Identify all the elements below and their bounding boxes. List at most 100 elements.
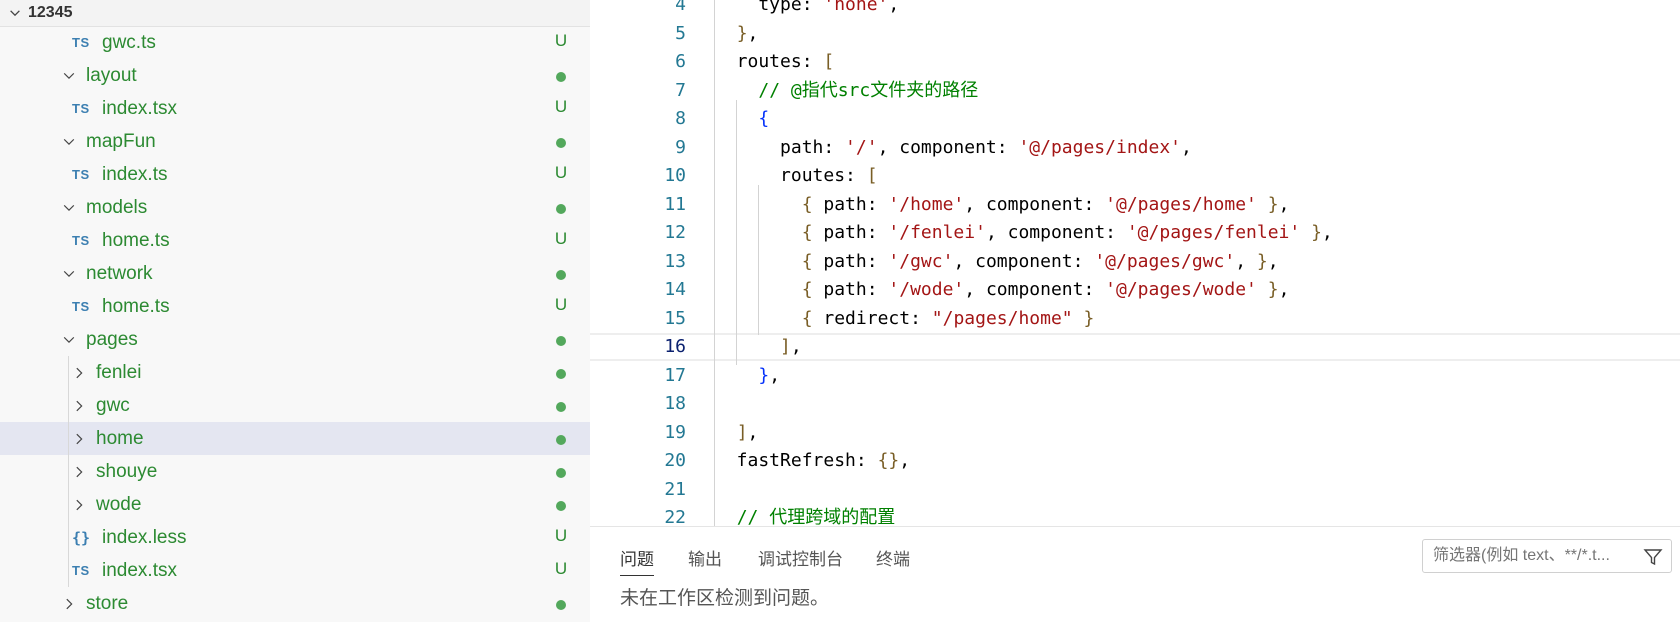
code-line[interactable]: 5 }, <box>590 20 1680 48</box>
modified-dot-icon <box>556 369 566 379</box>
tree-folder[interactable]: layout <box>0 59 590 92</box>
code-line[interactable]: 4 type: 'none', <box>590 0 1680 19</box>
chevron-right-icon <box>72 498 86 512</box>
indent-guide <box>68 356 69 587</box>
code-token: } <box>1267 193 1279 215</box>
tree-item-label: index.tsx <box>102 97 177 119</box>
code-line[interactable]: 13 { path: '/gwc', component: '@/pages/g… <box>590 248 1680 276</box>
tab-terminal[interactable]: 终端 <box>876 550 910 569</box>
tab-debug-console[interactable]: 调试控制台 <box>758 550 843 569</box>
tree-folder[interactable]: network <box>0 257 590 290</box>
tree-folder[interactable]: mapFun <box>0 125 590 158</box>
typescript-file-icon: TS <box>72 35 90 50</box>
chevron-down-icon <box>8 6 22 20</box>
code-line[interactable]: 6 routes: [ <box>590 48 1680 76</box>
line-code: // 代理跨域的配置 <box>715 504 896 526</box>
line-number: 9 <box>675 136 686 158</box>
code-token <box>1257 279 1268 300</box>
tree-folder[interactable]: pages <box>0 323 590 356</box>
tree-folder[interactable]: shouye <box>0 455 590 488</box>
code-line[interactable]: 17 }, <box>590 362 1680 390</box>
code-token: '@/pages/gwc' <box>1094 250 1236 272</box>
code-line[interactable]: 19 ], <box>590 419 1680 447</box>
code-token: { <box>801 193 813 215</box>
code-token: fastRefresh: <box>715 450 878 471</box>
bottom-panel: 问题 输出 调试控制台 终端 未在工作区检测到问题。 <box>590 526 1680 623</box>
code-line[interactable]: 15 { redirect: "/pages/home" } <box>590 305 1680 333</box>
code-token <box>715 23 737 44</box>
line-number: 19 <box>664 421 686 443</box>
tree-item-label: home <box>96 427 144 449</box>
code-token: path: <box>812 279 889 300</box>
code-line[interactable]: 8 { <box>590 105 1680 133</box>
line-number: 6 <box>675 51 686 72</box>
code-token: '/' <box>845 136 878 158</box>
code-token: { <box>801 222 813 243</box>
tree-folder[interactable]: models <box>0 191 590 224</box>
code-token: '@/pages/wode' <box>1105 279 1257 300</box>
less-file-icon: {} <box>72 528 91 547</box>
code-token: , <box>1278 279 1290 300</box>
code-line[interactable]: 7 // @指代src文件夹的路径 <box>590 77 1680 105</box>
tree-item-label: mapFun <box>86 130 156 152</box>
code-line[interactable]: 20 fastRefresh: {}, <box>590 447 1680 475</box>
code-line[interactable]: 21 <box>590 476 1680 504</box>
code-token: , component: <box>964 193 1106 215</box>
untracked-status-badge: U <box>554 526 568 545</box>
code-editor[interactable]: 4 type: 'none',5 },6 routes: [7 // @指代sr… <box>590 0 1680 526</box>
code-token: '/gwc' <box>888 250 954 272</box>
line-code: }, <box>715 362 780 390</box>
code-line[interactable]: 18 <box>590 390 1680 418</box>
line-number: 20 <box>664 450 686 471</box>
code-line[interactable]: 14 { path: '/wode', component: '@/pages/… <box>590 276 1680 304</box>
line-code: routes: [ <box>715 48 835 76</box>
filter-input[interactable] <box>1431 546 1645 566</box>
tree-item-label: wode <box>96 493 142 515</box>
code-line[interactable]: 11 { path: '/home', component: '@/pages/… <box>590 191 1680 219</box>
tree-folder[interactable]: home <box>0 422 590 455</box>
indent-guide <box>736 100 737 365</box>
code-token: } <box>1267 279 1279 300</box>
tree-folder[interactable]: fenlei <box>0 356 590 389</box>
code-token: , component: <box>877 136 1019 158</box>
modified-dot-icon <box>556 204 566 214</box>
chevron-right-icon <box>72 465 86 479</box>
chevron-down-icon <box>62 267 76 281</box>
line-number: 11 <box>664 193 686 215</box>
tree-item-label: fenlei <box>96 361 142 383</box>
code-token: {} <box>877 450 900 471</box>
code-line[interactable]: 12 { path: '/fenlei', component: '@/page… <box>590 219 1680 247</box>
code-token: '@/pages/home' <box>1105 193 1257 215</box>
code-token: routes: <box>715 51 824 72</box>
code-token: '/fenlei' <box>888 222 986 243</box>
tree-item-label: models <box>86 196 148 218</box>
code-line[interactable]: 9 path: '/', component: '@/pages/index', <box>590 134 1680 162</box>
indent-guide <box>758 185 759 335</box>
code-token: } <box>758 364 770 386</box>
code-line[interactable]: 16 ], <box>590 333 1680 361</box>
code-token: , <box>747 421 759 443</box>
tab-problems[interactable]: 问题 <box>620 545 654 576</box>
tree-folder[interactable]: store <box>0 587 590 620</box>
tree-folder[interactable]: wode <box>0 488 590 521</box>
line-number: 18 <box>664 393 686 414</box>
problems-filter[interactable] <box>1422 539 1672 573</box>
line-code: { <box>715 105 769 133</box>
code-line[interactable]: 22 // 代理跨域的配置 <box>590 504 1680 526</box>
code-token: , <box>790 336 802 357</box>
code-line[interactable]: 10 routes: [ <box>590 162 1680 190</box>
filter-icon[interactable] <box>1643 547 1663 567</box>
tree-item-label: shouye <box>96 460 158 482</box>
tab-output[interactable]: 输出 <box>688 550 722 569</box>
untracked-status-badge: U <box>554 559 568 578</box>
code-token: [ <box>823 51 835 72</box>
tree-folder[interactable]: gwc <box>0 389 590 422</box>
explorer-root-folder[interactable]: 12345 <box>0 0 590 27</box>
